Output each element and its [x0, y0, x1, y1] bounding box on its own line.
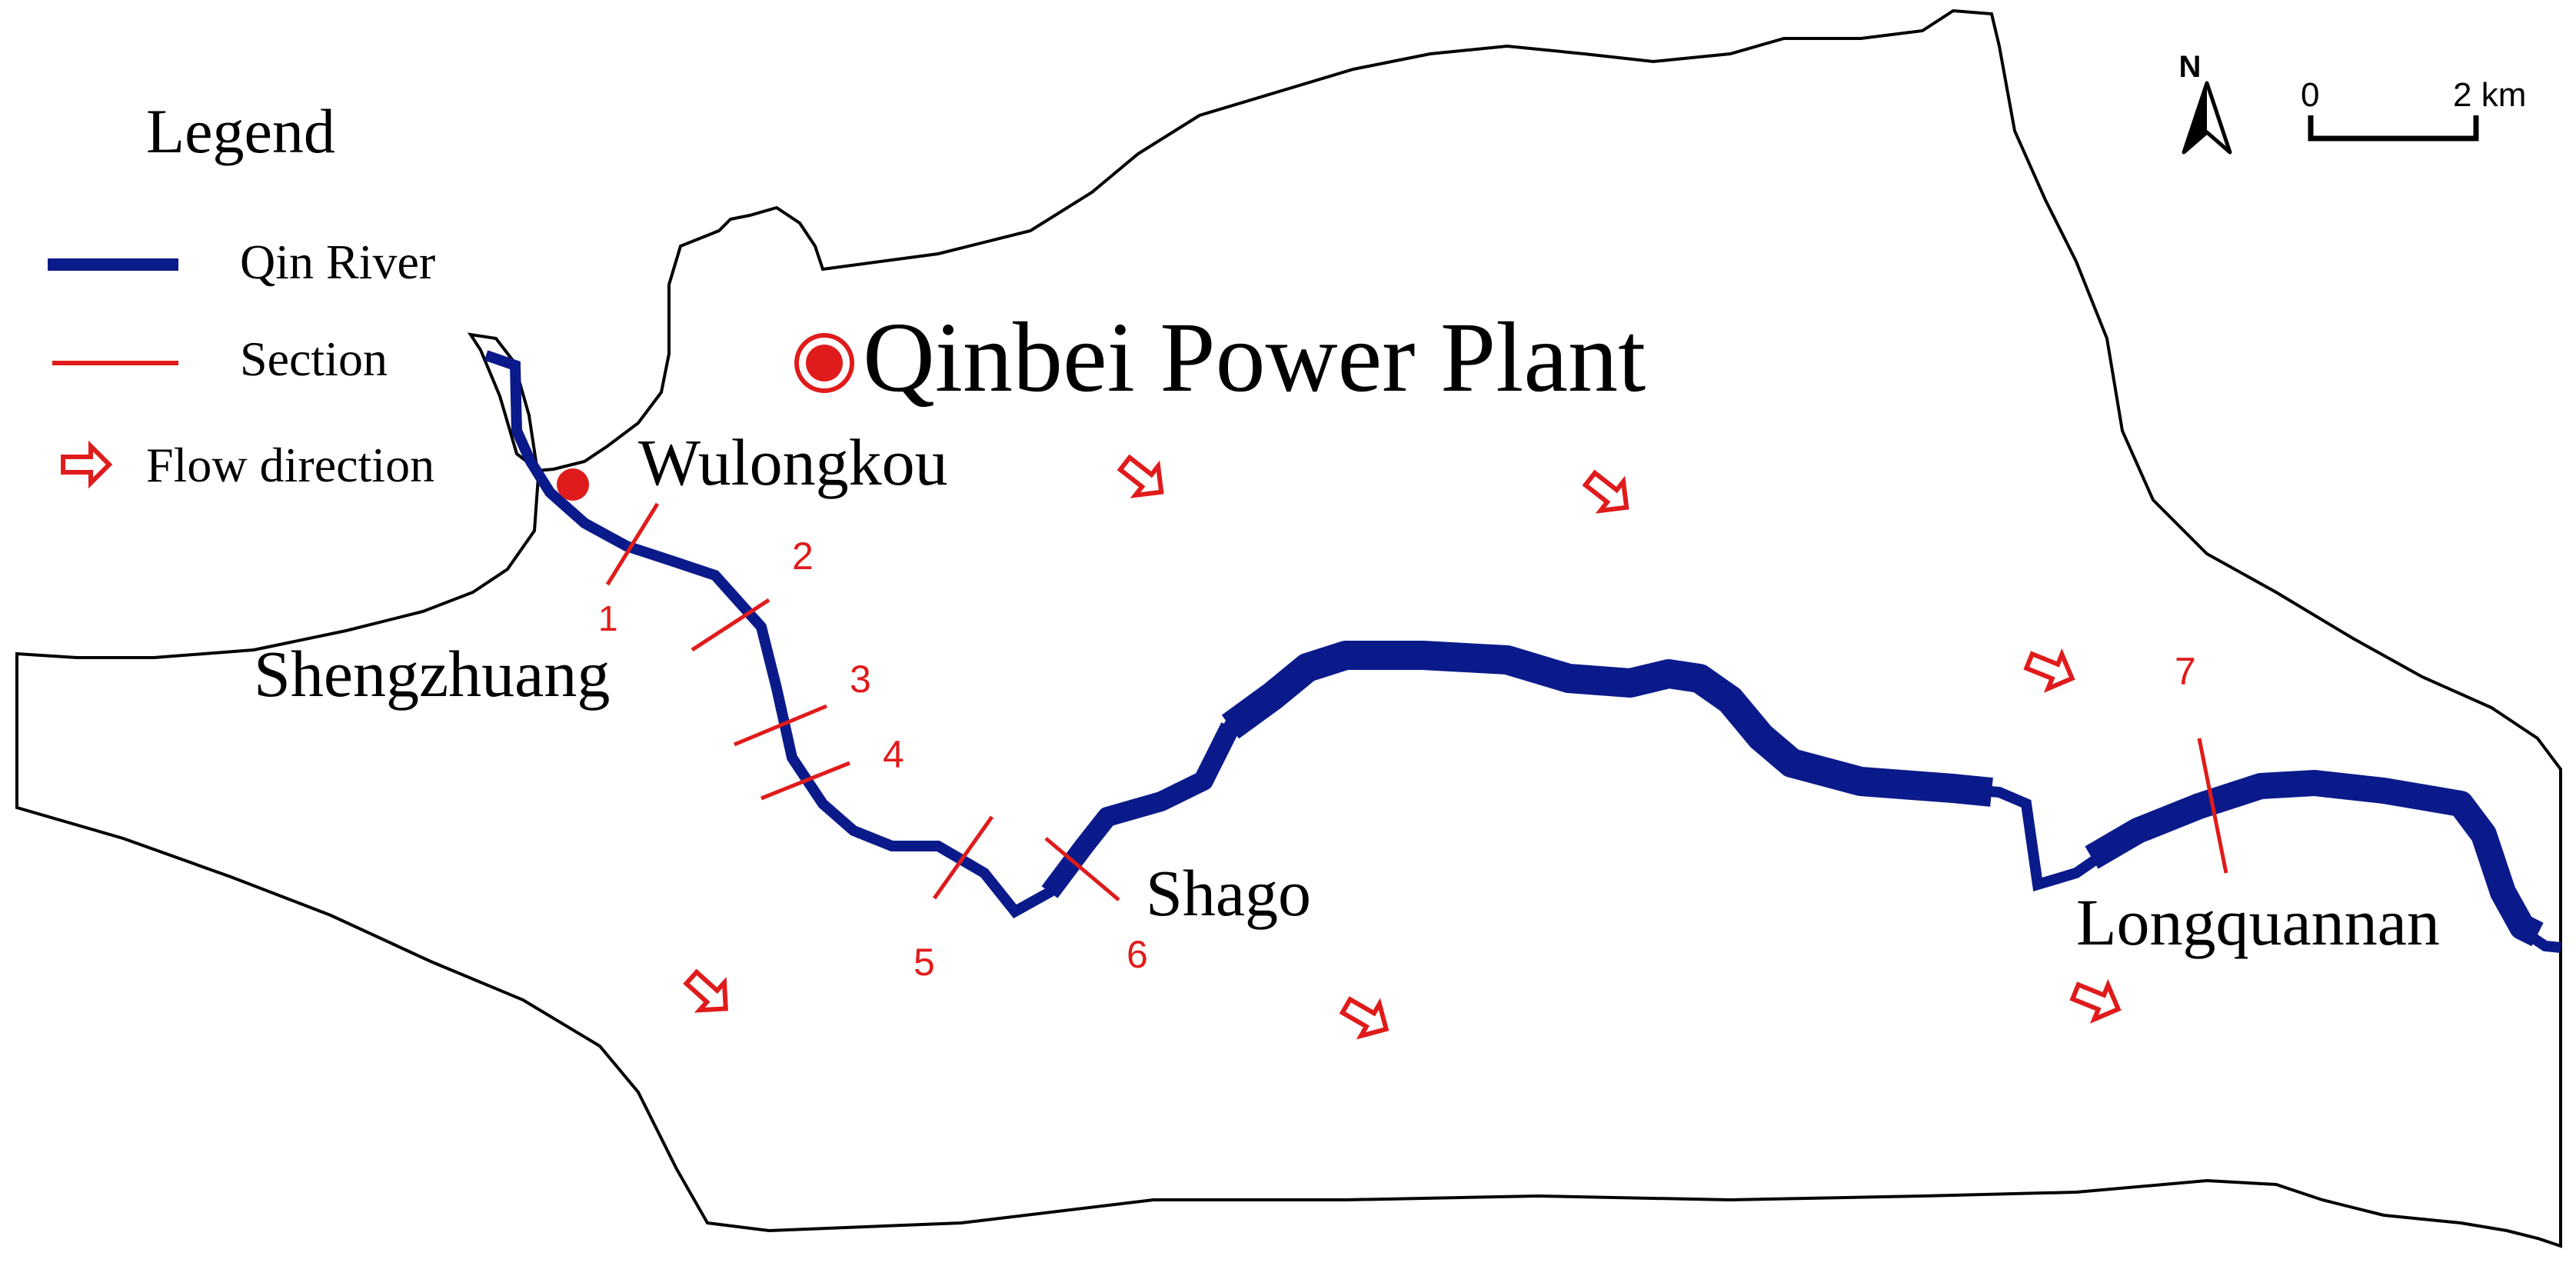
scale-end-label: 2 km — [2453, 76, 2526, 114]
north-arrow: N — [2179, 50, 2232, 155]
legend-section-label: Section — [240, 331, 388, 386]
label-wulongkou: Wulongkou — [638, 425, 948, 499]
section-number-4: 4 — [883, 733, 904, 776]
scale-bar: 0 2 km — [2301, 76, 2526, 142]
section-number-1: 1 — [598, 598, 618, 638]
flow-arrow-icon — [1337, 990, 1396, 1045]
legend-river-label: Qin River — [240, 235, 435, 289]
flow-arrow-icon — [2022, 644, 2079, 695]
flow-arrow-icon — [2068, 974, 2125, 1026]
label-shago: Shago — [1146, 856, 1311, 930]
qin-river-wide-east — [2085, 770, 2544, 947]
legend-flow-arrow-icon — [63, 446, 109, 483]
label-shengzhuang: Shengzhuang — [254, 637, 610, 711]
wulongkou-marker — [557, 468, 589, 501]
legend-flow-label: Flow direction — [146, 438, 434, 492]
qin-river-shago-reach — [1041, 722, 1240, 898]
section-number-6: 6 — [1127, 933, 1148, 976]
north-label: N — [2179, 50, 2202, 84]
flow-arrow-icon — [1579, 465, 1638, 522]
section-lines — [605, 502, 2228, 901]
power-plant-marker — [794, 333, 854, 393]
study-area-boundary — [15, 8, 2562, 1248]
section-number-7: 7 — [2175, 650, 2196, 693]
legend: Legend Qin River Section Flow direction — [48, 96, 435, 492]
section-line-6 — [1044, 837, 1120, 901]
section-line-1 — [605, 502, 660, 586]
flow-arrow-icon — [1113, 449, 1173, 507]
legend-title: Legend — [146, 96, 335, 166]
section-line-5 — [932, 815, 994, 900]
scale-start-label: 0 — [2301, 76, 2319, 114]
section-line-4 — [760, 761, 850, 801]
section-number-3: 3 — [850, 658, 871, 701]
section-line-7 — [2197, 738, 2228, 874]
label-longquannan: Longquannan — [2076, 885, 2440, 959]
section-number-5: 5 — [914, 941, 935, 984]
section-line-2 — [691, 598, 770, 652]
flow-arrow-icon — [679, 964, 738, 1022]
section-line-3 — [734, 704, 827, 747]
qin-river-wide — [1221, 641, 1993, 807]
label-power-plant: Qinbei Power Plant — [863, 302, 1646, 413]
section-number-2: 2 — [792, 535, 814, 578]
